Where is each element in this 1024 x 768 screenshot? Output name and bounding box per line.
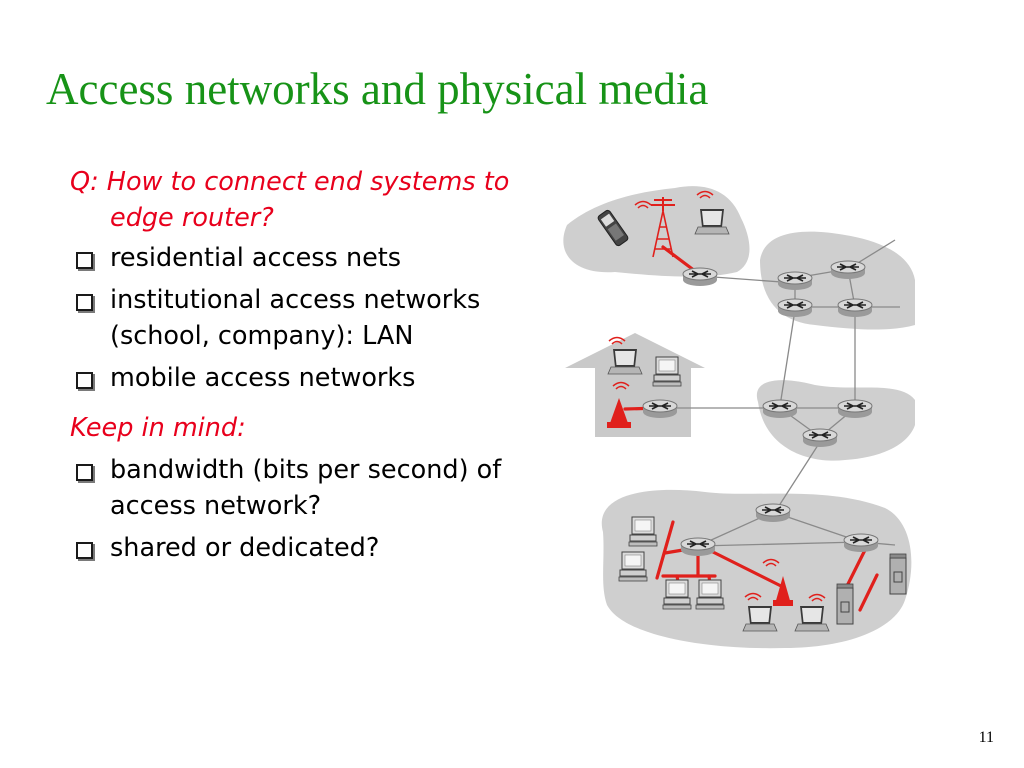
wireless-access-point-icon <box>773 576 793 606</box>
house-icon <box>565 333 705 437</box>
cell-tower-icon <box>651 197 675 258</box>
router-icon <box>755 503 791 523</box>
bullet-label: institutional access networks (school, c… <box>110 285 481 351</box>
bullet-mobile: mobile access networks <box>70 360 520 396</box>
mobile-network-cloud <box>563 186 750 277</box>
router-icon <box>680 537 716 557</box>
page-number: 11 <box>978 729 994 746</box>
regional-network-cloud <box>756 380 915 461</box>
bullet-residential: residential access nets <box>70 240 520 276</box>
router-icon <box>777 298 813 318</box>
desktop-icon <box>618 551 648 582</box>
router-icon <box>837 399 873 419</box>
desktop-icon <box>652 356 682 387</box>
router-icon <box>642 399 678 419</box>
bullet-shared: shared or dedicated? <box>70 530 520 566</box>
router-icon <box>762 399 798 419</box>
router-icon <box>802 428 838 448</box>
slide-title: Access networks and physical media <box>46 64 709 114</box>
bullet-label: mobile access networks <box>110 363 416 393</box>
server-icon <box>836 583 854 625</box>
server-icon <box>889 553 907 595</box>
router-icon <box>830 260 866 280</box>
bullet-label: shared or dedicated? <box>110 533 380 563</box>
checkbox-bullet-icon <box>76 464 93 481</box>
router-icon <box>682 267 718 287</box>
checkbox-bullet-icon <box>76 294 93 311</box>
slide-content: Q: How to connect end systems to edge ro… <box>70 164 520 572</box>
bullet-bandwidth: bandwidth (bits per second) of access ne… <box>70 452 520 524</box>
desktop-icon <box>628 516 658 547</box>
bullet-institutional: institutional access networks (school, c… <box>70 282 520 354</box>
desktop-icon <box>662 579 692 610</box>
router-icon <box>777 271 813 291</box>
checkbox-bullet-icon <box>76 542 93 559</box>
network-diagram <box>563 186 915 649</box>
bullet-label: residential access nets <box>110 243 402 273</box>
router-icon <box>843 533 879 553</box>
wireless-access-point-icon <box>607 398 631 428</box>
bullet-label: bandwidth (bits per second) of access ne… <box>110 455 502 521</box>
desktop-icon <box>695 579 725 610</box>
router-icon <box>837 298 873 318</box>
cellphone-icon <box>597 209 629 247</box>
checkbox-bullet-icon <box>76 372 93 389</box>
question-text: Q: How to connect end systems to edge ro… <box>70 167 510 233</box>
keep-in-mind-heading: Keep in mind: <box>70 413 246 443</box>
checkbox-bullet-icon <box>76 252 93 269</box>
